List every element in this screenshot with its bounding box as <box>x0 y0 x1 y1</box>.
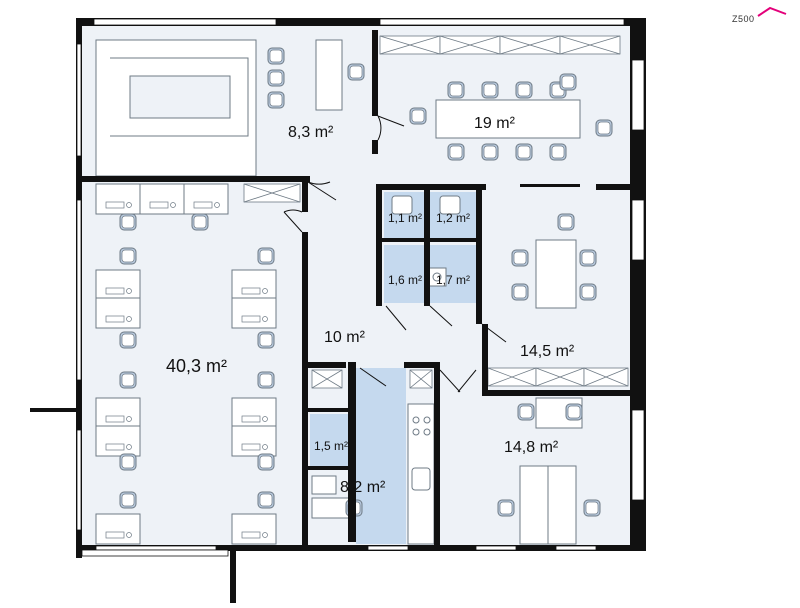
doors <box>283 115 507 393</box>
office-148-desks <box>519 397 583 545</box>
chair <box>579 283 597 301</box>
logo-text: Z500 <box>732 14 755 24</box>
wardrobe <box>311 369 343 389</box>
desk <box>231 397 277 429</box>
kitchen-fixtures <box>311 403 435 545</box>
chair <box>119 453 137 471</box>
wardrobe <box>499 35 561 55</box>
chair <box>481 143 499 161</box>
room-label-wc-3: 1,6 m² <box>388 273 422 287</box>
room-label-hall: 10 m² <box>324 329 366 346</box>
chair <box>257 453 275 471</box>
chair <box>515 81 533 99</box>
chair <box>565 403 583 421</box>
wardrobe <box>487 367 537 387</box>
desk <box>95 425 141 457</box>
room-label-wc-4: 1,7 m² <box>436 273 470 287</box>
chair <box>579 249 597 267</box>
stair-office-desk <box>267 39 365 111</box>
desk <box>231 297 277 329</box>
wardrobe <box>409 369 433 389</box>
wardrobe <box>559 35 621 55</box>
desk <box>95 269 141 301</box>
desk <box>95 397 141 429</box>
chair <box>119 331 137 349</box>
chair <box>583 499 601 517</box>
wardrobes <box>243 35 629 389</box>
chair <box>119 371 137 389</box>
roof-icon <box>757 6 787 17</box>
chair <box>511 283 529 301</box>
chair <box>119 491 137 509</box>
chair <box>517 403 535 421</box>
chair <box>497 499 515 517</box>
desk <box>95 297 141 329</box>
wc-3-floor <box>384 245 424 303</box>
chair <box>549 143 567 161</box>
room-label-wc-2: 1,2 m² <box>436 211 470 225</box>
chair <box>191 213 209 231</box>
room-labels: 8,3 m² 19 m² 40,3 m² 1,1 m² 1,2 m² 1,6 m… <box>166 115 575 496</box>
storage-floor <box>310 414 352 466</box>
kitchen-floor <box>356 368 406 544</box>
room-label-meeting: 19 m² <box>474 115 516 132</box>
wardrobe <box>439 35 501 55</box>
desk <box>231 269 277 301</box>
room-label-stairs-office: 8,3 m² <box>288 124 334 141</box>
desk <box>139 183 185 215</box>
desk <box>231 513 277 545</box>
chair <box>511 249 529 267</box>
chair <box>557 213 575 231</box>
chair <box>481 81 499 99</box>
chair <box>447 143 465 161</box>
room-label-kitchen: 8,2 m² <box>340 479 386 496</box>
desk <box>95 183 141 215</box>
chair <box>559 73 577 91</box>
chair <box>447 81 465 99</box>
chair <box>409 107 427 125</box>
desk <box>231 425 277 457</box>
wc-fixtures <box>391 195 461 287</box>
meeting-table <box>435 99 581 139</box>
wardrobe <box>379 35 441 55</box>
wardrobe <box>243 183 301 203</box>
windows <box>76 18 645 557</box>
staircase <box>95 39 257 177</box>
chair <box>515 143 533 161</box>
wardrobe <box>583 367 629 387</box>
chair <box>119 247 137 265</box>
room-label-wc-1: 1,1 m² <box>388 211 422 225</box>
chair <box>595 119 613 137</box>
office-145-table <box>535 239 577 309</box>
wardrobe <box>535 367 585 387</box>
desk <box>95 513 141 545</box>
desk <box>183 183 229 215</box>
room-label-office-145: 14,5 m² <box>520 343 575 360</box>
room-label-storage: 1,5 m² <box>314 439 348 453</box>
chair <box>257 331 275 349</box>
chair <box>257 371 275 389</box>
chair <box>119 213 137 231</box>
room-label-open-office: 40,3 m² <box>166 356 227 376</box>
chair <box>257 247 275 265</box>
brand-logo: Z500 <box>732 6 787 24</box>
room-label-office-148: 14,8 m² <box>504 439 559 456</box>
chair <box>257 491 275 509</box>
